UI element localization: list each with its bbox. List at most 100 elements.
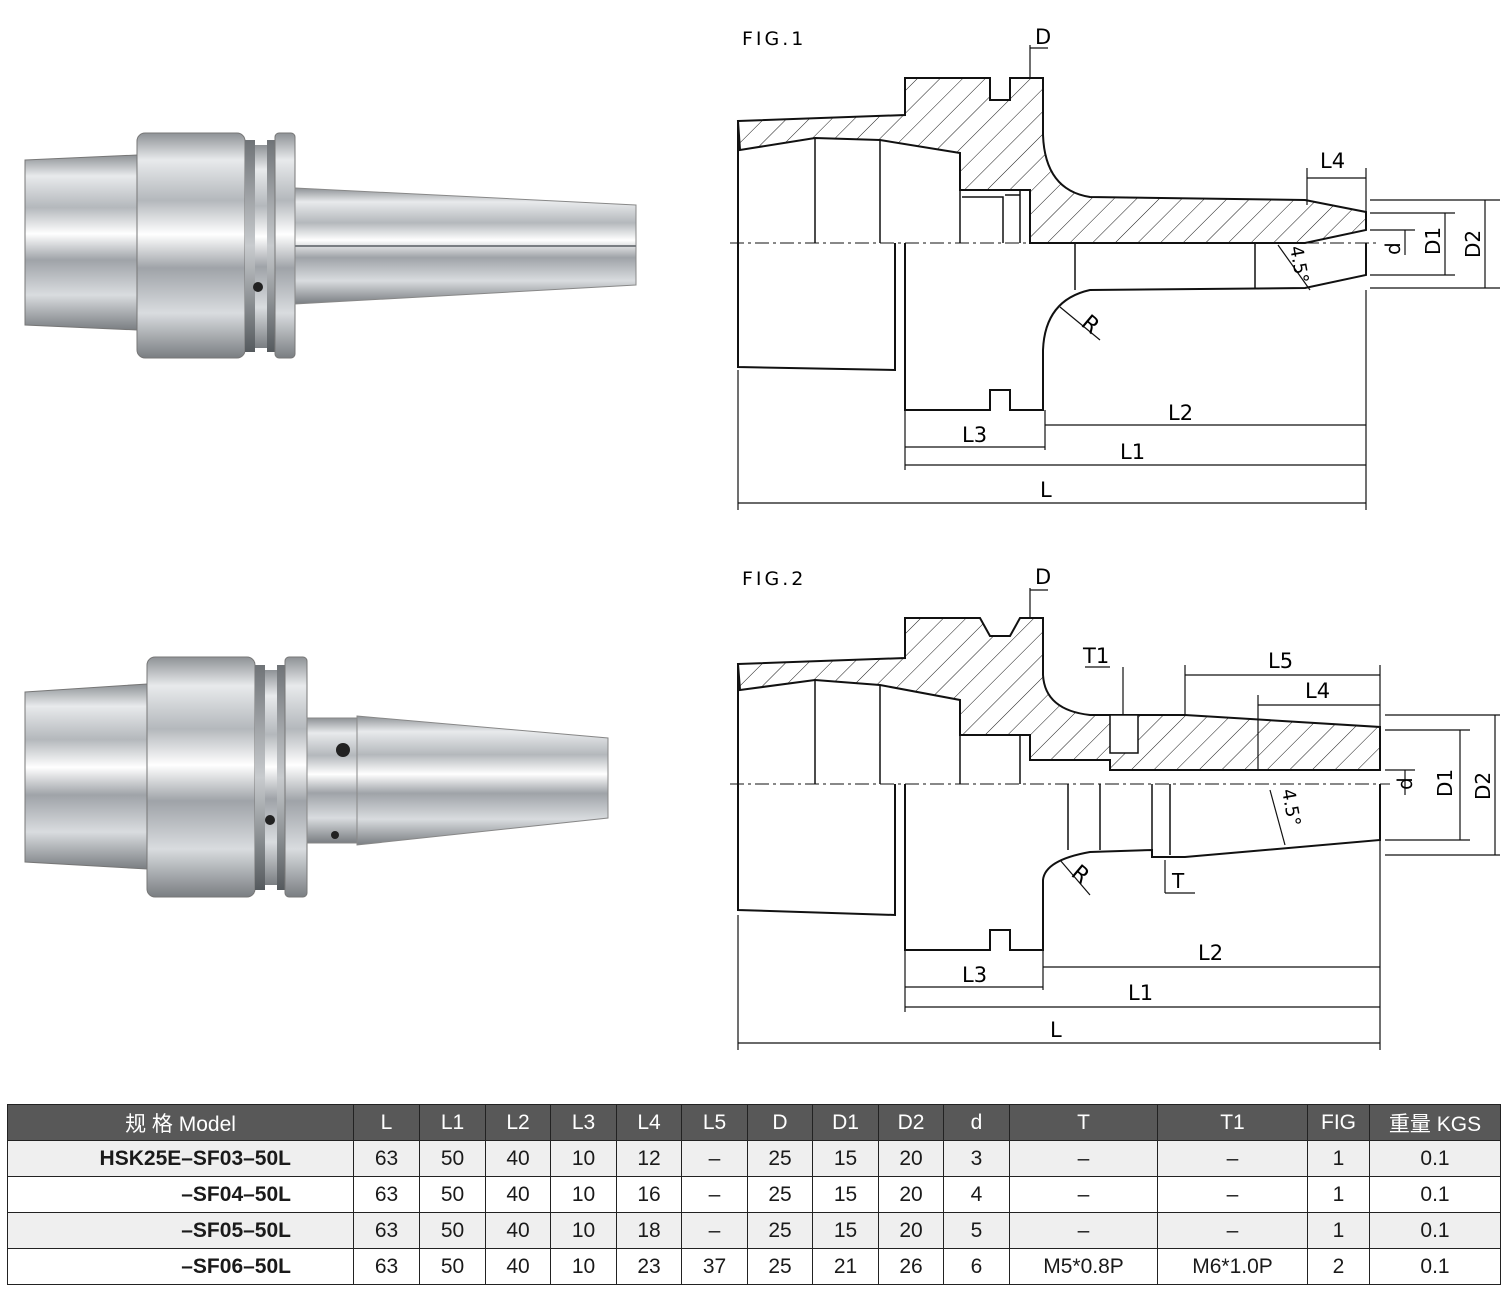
header-d: d xyxy=(943,1104,1010,1141)
spec-table: 规 格 Model L L1 L2 L3 L4 L5 D D1 D2 d T T… xyxy=(7,1104,1501,1285)
table-cell: – xyxy=(1009,1176,1158,1213)
header-T1: T1 xyxy=(1157,1104,1308,1141)
cell-model: –SF05–50L xyxy=(7,1212,354,1249)
technical-drawing: FIG.1 D L4 d D1 D2 4.5° R L2 L3 L1 L xyxy=(24,25,1500,1050)
cell-model: –SF06–50L xyxy=(7,1248,354,1285)
fig2-dim-D1: D1 xyxy=(1433,769,1457,797)
header-L5: L5 xyxy=(681,1104,748,1141)
cell-model: –SF04–50L xyxy=(7,1176,354,1213)
header-D: D xyxy=(747,1104,813,1141)
table-cell: 18 xyxy=(616,1212,682,1249)
table-cell: 0.1 xyxy=(1369,1212,1501,1249)
table-cell: 50 xyxy=(419,1140,486,1177)
table-cell: 3 xyxy=(943,1140,1010,1177)
fig1-dim-D: D xyxy=(1035,25,1051,49)
header-L1: L1 xyxy=(419,1104,486,1141)
header-model: 规 格 Model xyxy=(7,1104,354,1141)
fig2-dim-L5: L5 xyxy=(1268,649,1293,673)
fig2-drawing: FIG.2 D T1 L5 L4 d D1 D2 4.5° R T L2 L3 … xyxy=(730,565,1500,1050)
fig2-dim-L1: L1 xyxy=(1128,981,1153,1005)
fig2-dim-D: D xyxy=(1035,565,1051,589)
product-photo-1 xyxy=(24,132,637,359)
table-cell: M6*1.0P xyxy=(1157,1248,1308,1285)
fig1-dim-R: R xyxy=(1076,310,1104,339)
header-D2: D2 xyxy=(878,1104,944,1141)
header-L2: L2 xyxy=(485,1104,551,1141)
fig2-dim-D2: D2 xyxy=(1471,772,1495,800)
table-cell: 40 xyxy=(485,1176,551,1213)
fig1-dim-L3: L3 xyxy=(962,423,987,447)
fig1-dim-L: L xyxy=(1040,478,1052,502)
table-cell: 50 xyxy=(419,1176,486,1213)
header-T: T xyxy=(1009,1104,1158,1141)
header-L4: L4 xyxy=(616,1104,682,1141)
table-cell: 40 xyxy=(485,1140,551,1177)
cell-model: HSK25E–SF03–50L xyxy=(7,1140,354,1177)
table-cell: 15 xyxy=(812,1212,879,1249)
table-cell: 10 xyxy=(550,1212,617,1249)
table-cell: 5 xyxy=(943,1212,1010,1249)
table-cell: 25 xyxy=(747,1212,813,1249)
table-cell: – xyxy=(1157,1212,1308,1249)
table-cell: 12 xyxy=(616,1140,682,1177)
table-row: –SF06–50L 63 50 40 10 23 37 25 21 26 6 M… xyxy=(7,1248,1501,1285)
table-cell: – xyxy=(1009,1212,1158,1249)
table-cell: 10 xyxy=(550,1176,617,1213)
fig1-dim-D2: D2 xyxy=(1461,230,1485,258)
fig1-drawing: FIG.1 D L4 d D1 D2 4.5° R L2 L3 L1 L xyxy=(730,25,1500,510)
table-header-row: 规 格 Model L L1 L2 L3 L4 L5 D D1 D2 d T T… xyxy=(7,1104,1501,1141)
table-cell: 50 xyxy=(419,1212,486,1249)
fig2-dim-d: d xyxy=(1393,777,1417,790)
fig2-dim-L: L xyxy=(1050,1018,1062,1042)
fig2-dim-T1: T1 xyxy=(1082,644,1109,668)
fig1-dim-D1: D1 xyxy=(1421,227,1445,255)
table-cell: 20 xyxy=(878,1176,944,1213)
table-cell: 21 xyxy=(812,1248,879,1285)
fig2-label: FIG.2 xyxy=(742,568,806,590)
fig2-dim-L4: L4 xyxy=(1305,679,1330,703)
table-cell: 63 xyxy=(353,1176,420,1213)
table-cell: 25 xyxy=(747,1140,813,1177)
header-D1: D1 xyxy=(812,1104,879,1141)
table-cell: 1 xyxy=(1307,1140,1370,1177)
fig1-dim-L4: L4 xyxy=(1320,149,1345,173)
table-cell: 0.1 xyxy=(1369,1248,1501,1285)
fig2-dim-L3: L3 xyxy=(962,963,987,987)
table-cell: – xyxy=(1009,1140,1158,1177)
table-cell: M5*0.8P xyxy=(1009,1248,1158,1285)
table-cell: – xyxy=(681,1176,748,1213)
table-cell: 50 xyxy=(419,1248,486,1285)
table-cell: 0.1 xyxy=(1369,1140,1501,1177)
table-cell: 23 xyxy=(616,1248,682,1285)
table-cell: 20 xyxy=(878,1212,944,1249)
fig1-label: FIG.1 xyxy=(742,28,806,50)
table-cell: 25 xyxy=(747,1248,813,1285)
table-cell: 25 xyxy=(747,1176,813,1213)
fig2-dim-L2: L2 xyxy=(1198,941,1223,965)
table-cell: 6 xyxy=(943,1248,1010,1285)
table-cell: 2 xyxy=(1307,1248,1370,1285)
fig2-dim-R: R xyxy=(1066,860,1094,889)
table-cell: 1 xyxy=(1307,1212,1370,1249)
header-FIG: FIG xyxy=(1307,1104,1370,1141)
table-cell: – xyxy=(681,1212,748,1249)
table-cell: 10 xyxy=(550,1248,617,1285)
table-cell: 63 xyxy=(353,1212,420,1249)
header-weight: 重量 KGS xyxy=(1369,1104,1501,1141)
fig1-dim-d: d xyxy=(1381,242,1405,255)
table-cell: 26 xyxy=(878,1248,944,1285)
table-row: HSK25E–SF03–50L 63 50 40 10 12 – 25 15 2… xyxy=(7,1140,1501,1177)
product-photo-2 xyxy=(24,656,609,898)
fig1-dim-L1: L1 xyxy=(1120,440,1145,464)
fig2-dim-T: T xyxy=(1171,869,1185,893)
table-cell: 1 xyxy=(1307,1176,1370,1213)
table-cell: 63 xyxy=(353,1248,420,1285)
table-row: –SF04–50L 63 50 40 10 16 – 25 15 20 4 – … xyxy=(7,1176,1501,1213)
table-cell: 40 xyxy=(485,1212,551,1249)
table-cell: 10 xyxy=(550,1140,617,1177)
fig2-dim-angle: 4.5° xyxy=(1277,787,1304,828)
table-cell: 4 xyxy=(943,1176,1010,1213)
table-row: –SF05–50L 63 50 40 10 18 – 25 15 20 5 – … xyxy=(7,1212,1501,1249)
table-cell: 15 xyxy=(812,1176,879,1213)
table-cell: – xyxy=(1157,1176,1308,1213)
